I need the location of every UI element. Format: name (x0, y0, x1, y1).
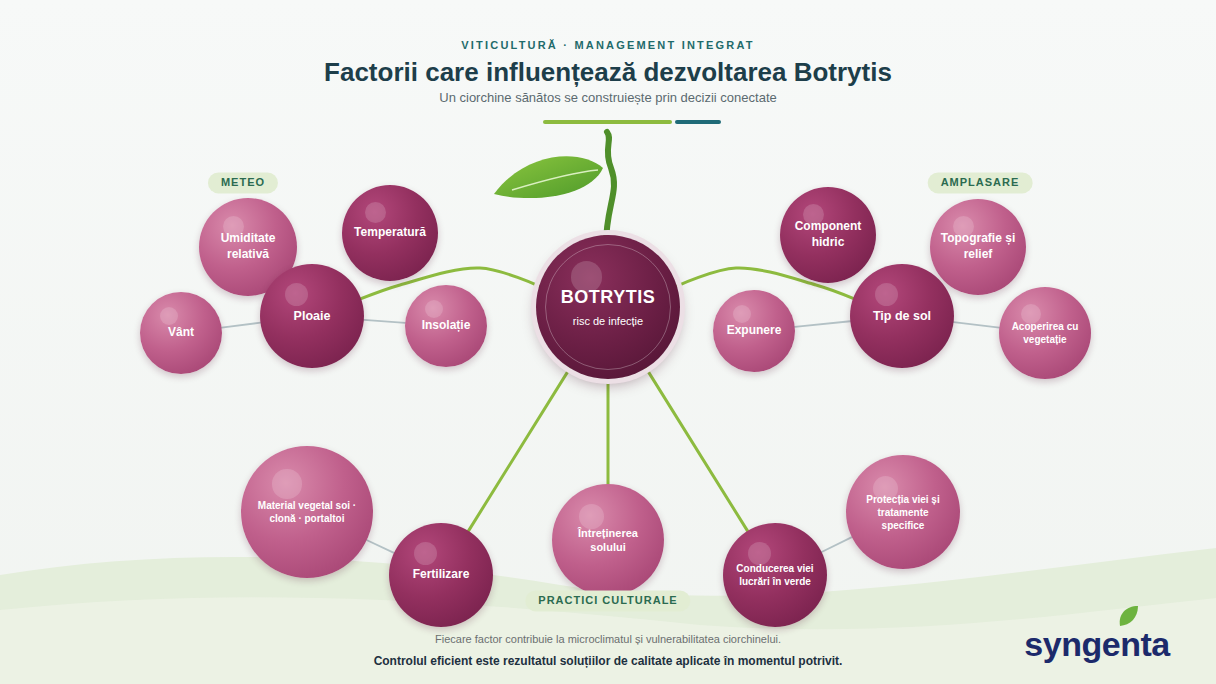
text-wrap: BOTRYTIS risc de infecție (561, 286, 655, 328)
text-wrap: Umiditate relativă (208, 231, 288, 262)
text-wrap: Conducerea viei lucrări în verde (732, 562, 818, 588)
logo-leaf (1120, 606, 1138, 626)
text-wrap: Topografie și relief (940, 231, 1016, 262)
leaf-vein (512, 170, 598, 190)
title: Factorii care influențează dezvoltarea B… (324, 57, 892, 88)
sub-branch (222, 323, 261, 328)
text-wrap: Material vegetal soi · clonă · portaltoi (248, 499, 366, 525)
factor-circle: Expunere (713, 290, 795, 372)
caption: Controlul eficient este rezultatul soluț… (374, 654, 843, 668)
text-wrap: PRACTICI CULTURALE (538, 594, 677, 607)
text-wrap: Component hidric (789, 219, 867, 250)
sub-branch (367, 540, 394, 553)
sub-branch (822, 537, 852, 552)
factor-name: Temperatură (354, 225, 426, 241)
group-name: METEO (221, 176, 265, 189)
factor-circle: Topografie și relief (930, 199, 1026, 295)
main-branch (469, 368, 570, 531)
factor-circle: Vânt (140, 292, 222, 374)
group-tag: METEO (208, 172, 278, 193)
factor-circle: Tip de sol (850, 264, 954, 368)
vine-stem (606, 132, 614, 245)
text-wrap: Expunere (727, 323, 782, 339)
brand-logo: syngenta (1024, 625, 1169, 664)
factor-name: Ploaie (294, 308, 331, 324)
factor-name: Tip de sol (873, 308, 931, 324)
factor-name: Component hidric (789, 219, 867, 250)
main-branch (607, 379, 610, 484)
factor-name: Conducerea viei lucrări în verde (732, 562, 818, 588)
text-wrap: Insolație (422, 318, 471, 334)
text-wrap: AMPLASARE (941, 176, 1020, 189)
node-title: risc de infecție (561, 314, 655, 328)
factor-circle: Ploaie (260, 264, 364, 368)
factor-name: Material vegetal soi · clonă · portaltoi (248, 499, 366, 525)
factor-circle: Întreținerea solului (552, 484, 664, 596)
factor-circle: Acoperirea cu vegetație (999, 287, 1091, 379)
factor-name: Umiditate relativă (208, 231, 288, 262)
sub-branch (795, 321, 850, 327)
footnote: Fiecare factor contribuie la microclimat… (435, 633, 781, 645)
group-tag: PRACTICI CULTURALE (525, 590, 690, 611)
factor-name: Întreținerea solului (568, 526, 648, 555)
factor-name: Fertilizare (413, 567, 470, 583)
text-wrap: Tip de sol (873, 308, 931, 324)
factor-circle: Material vegetal soi · clonă · portaltoi (241, 446, 374, 579)
factor-circle: Protecția viei și tratamente specifice (846, 455, 960, 569)
factor-circle: Fertilizare (389, 523, 493, 627)
group-name: PRACTICI CULTURALE (538, 594, 677, 607)
core-circle: BOTRYTIS risc de infecție (536, 235, 680, 379)
title-rule-teal (677, 120, 719, 124)
factor-circle: Insolație (405, 285, 487, 367)
factor-name: Topografie și relief (940, 231, 1016, 262)
factor-name: Vânt (168, 325, 194, 341)
main-branch (646, 368, 747, 531)
text-wrap: Protecția viei și tratamente specifice (857, 493, 949, 532)
sub-branch (954, 322, 1000, 327)
factor-circle: Conducerea viei lucrări în verde (723, 523, 827, 627)
text-wrap: Acoperirea cu vegetație (1010, 320, 1080, 346)
factor-circle: Component hidric (780, 187, 876, 283)
text-wrap: Ploaie (294, 308, 331, 324)
text-wrap: Fertilizare (413, 567, 470, 583)
factor-name: Acoperirea cu vegetație (1010, 320, 1080, 346)
text-wrap: Vânt (168, 325, 194, 341)
group-tag: AMPLASARE (928, 172, 1033, 193)
text-wrap: METEO (221, 176, 265, 189)
text-wrap: Temperatură (354, 225, 426, 241)
factor-name: Insolație (422, 318, 471, 334)
group-name: AMPLASARE (941, 176, 1020, 189)
factor-name: Expunere (727, 323, 782, 339)
kicker: VITICULTURĂ · MANAGEMENT INTEGRAT (461, 39, 754, 51)
factor-circle: Temperatură (342, 185, 438, 281)
sub-branch (364, 320, 405, 323)
factor-name: Protecția viei și tratamente specifice (857, 493, 949, 532)
text-wrap: Întreținerea solului (568, 526, 648, 555)
vine-leaf (494, 156, 603, 198)
title-rule-green (545, 120, 670, 124)
subtitle: Un ciorchine sănătos se construiește pri… (439, 90, 776, 105)
node-title: BOTRYTIS (561, 286, 655, 309)
